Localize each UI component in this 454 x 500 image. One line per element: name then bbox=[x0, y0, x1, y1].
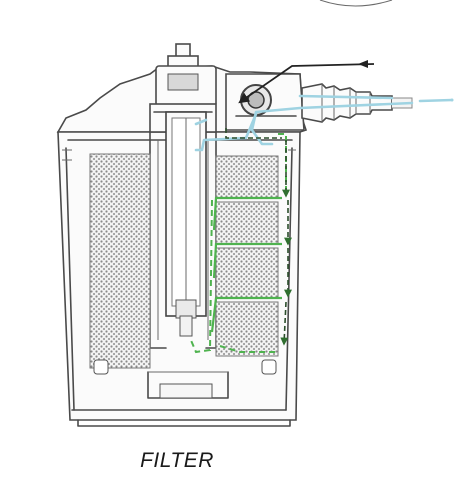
uv-tube bbox=[165, 111, 207, 337]
foam-panel-right bbox=[215, 155, 279, 357]
water-inlet-flow bbox=[194, 94, 454, 152]
diagram-caption: FILTER bbox=[140, 449, 214, 472]
top-arc bbox=[319, 0, 393, 7]
bottom-base bbox=[93, 359, 277, 399]
filter-diagram bbox=[56, 0, 454, 427]
inlet-housing bbox=[225, 73, 305, 131]
green-flow-paths bbox=[189, 128, 292, 354]
inlet-arrow-icon bbox=[238, 60, 375, 104]
foam-panel-left bbox=[89, 153, 151, 369]
